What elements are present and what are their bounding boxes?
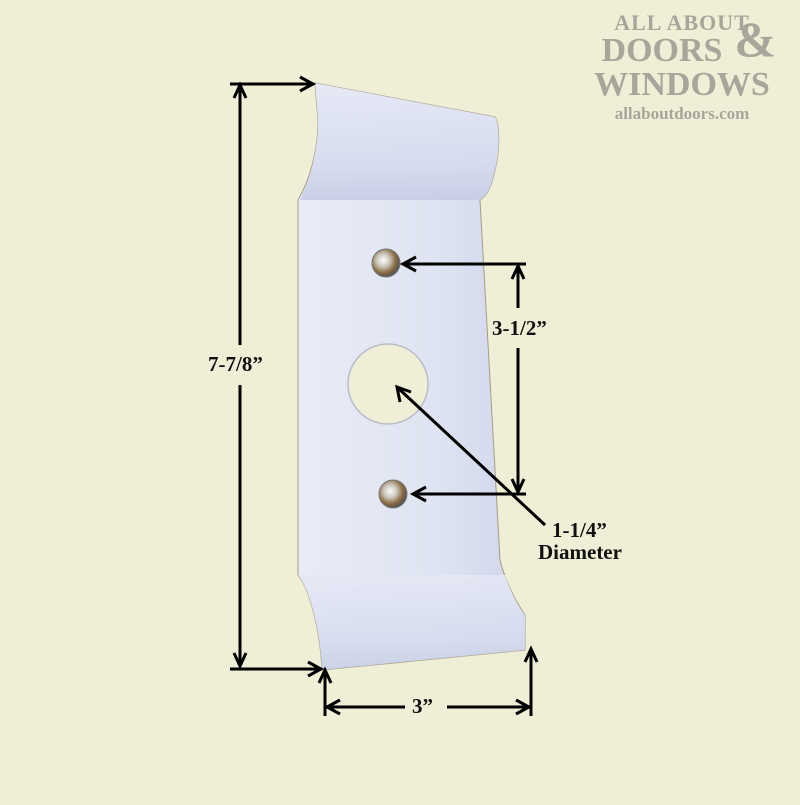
logo-line-1: ALL ABOUT — [614, 10, 750, 35]
logo-url: allaboutdoors.com — [614, 104, 750, 123]
logo-line-3: WINDOWS — [594, 66, 770, 103]
top-screw — [371, 248, 401, 278]
width-dimension-label: 3” — [412, 694, 433, 718]
dimension-lines — [230, 75, 547, 716]
height-dimension-label: 7-7/8” — [208, 352, 263, 376]
logo-ampersand: & — [734, 11, 776, 67]
center-hole — [347, 343, 429, 425]
hole-diameter-text-label: Diameter — [538, 540, 622, 564]
screw-spacing-label: 3-1/2” — [492, 316, 547, 340]
logo-line-2: DOORS — [601, 32, 723, 69]
plate — [297, 82, 526, 671]
hole-diameter-value-label: 1-1/4” — [552, 518, 607, 542]
brand-logo: ALL ABOUT DOORS & WINDOWS allaboutdoors.… — [582, 10, 782, 123]
bottom-screw — [378, 479, 408, 509]
